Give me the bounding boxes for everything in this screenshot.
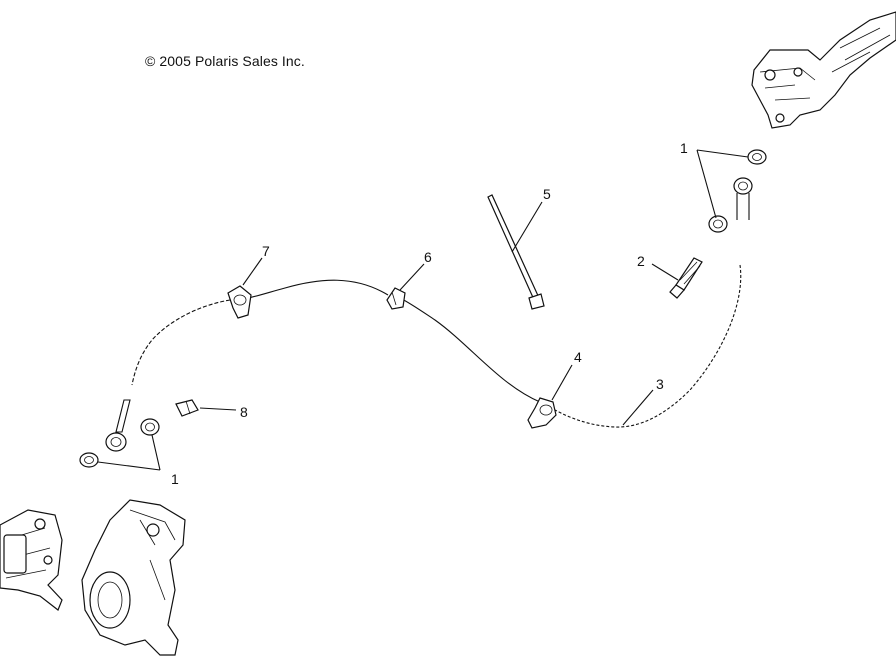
line-clamp-4 [527,397,557,429]
callout-4: 4 [574,349,582,365]
callout-8: 8 [240,404,248,420]
brake-switch [669,257,703,299]
banjo-fitting-upper [708,149,767,233]
callout-1-bottom: 1 [171,471,179,487]
leader-lines [97,149,749,471]
callout-numbers: 1 2 3 4 5 6 7 8 1 [171,140,688,487]
callout-2: 2 [637,253,645,269]
callout-6: 6 [424,249,432,265]
brake-caliper [0,509,63,611]
callout-7: 7 [262,243,270,259]
line-clip-6 [386,287,406,310]
callout-5: 5 [543,186,551,202]
callout-3: 3 [656,376,664,392]
banjo-bolt-8 [175,399,199,417]
brake-line [131,264,742,428]
banjo-fitting-lower [79,399,160,468]
copyright-notice: © 2005 Polaris Sales Inc. [145,53,305,69]
callout-1-top: 1 [680,140,688,156]
line-clamp-7 [227,285,252,319]
master-cylinder [751,11,896,129]
steering-knuckle [81,499,186,656]
